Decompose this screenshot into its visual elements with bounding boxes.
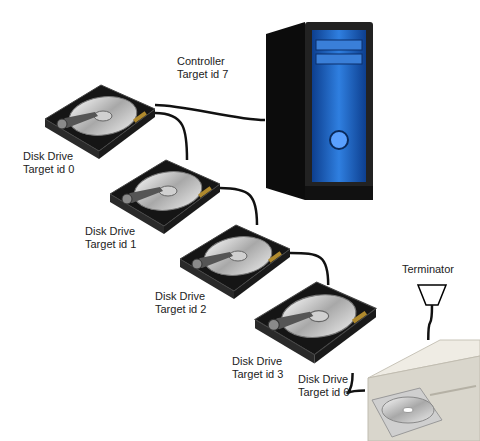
cd-drive-node: Disk Drive Target id 6 xyxy=(365,340,480,441)
device-label: Disk Drive Target id 0 xyxy=(23,150,87,176)
drive-bay xyxy=(316,40,362,50)
device-label: Controller Target id 7 xyxy=(177,55,241,81)
scsi-cable xyxy=(220,188,257,225)
terminator-node: Terminator xyxy=(418,285,446,305)
hard-disk xyxy=(110,160,220,234)
power-button xyxy=(330,131,348,149)
cd-hub xyxy=(403,408,413,413)
scsi-cable xyxy=(347,373,365,393)
node-label: Disk Drive Target id 3 xyxy=(232,355,296,381)
cd-drive-front xyxy=(368,356,480,441)
hard-disk xyxy=(255,282,376,363)
device-label: Disk Drive Target id 1 xyxy=(85,225,149,251)
node-label: Disk Drive Target id 2 xyxy=(155,290,219,316)
tower-panel xyxy=(312,30,366,182)
device-label: Disk Drive Target id 3 xyxy=(232,355,296,381)
node-label: Disk Drive Target id 6 xyxy=(298,373,362,399)
disk-drive-node: Disk Drive Target id 0 xyxy=(45,85,155,165)
node-label: Disk Drive Target id 0 xyxy=(23,150,87,176)
hard-disk xyxy=(45,85,155,159)
node-label: Terminator xyxy=(402,263,472,276)
scsi-cable xyxy=(428,305,432,340)
scsi-cable xyxy=(155,113,187,160)
drive-slot xyxy=(430,386,476,395)
tower-base xyxy=(305,186,373,200)
tower-side xyxy=(266,22,305,200)
tower-front xyxy=(305,22,373,200)
terminator-symbol xyxy=(418,285,446,305)
device-label: Disk Drive Target id 6 xyxy=(298,373,362,399)
drive-bay xyxy=(316,54,362,64)
disk-drive-node: Disk Drive Target id 3 xyxy=(255,285,377,373)
device-label: Disk Drive Target id 2 xyxy=(155,290,219,316)
scsi-cable xyxy=(290,253,328,285)
disk-drive-node: Disk Drive Target id 1 xyxy=(110,160,220,240)
node-label: Controller Target id 7 xyxy=(177,55,241,81)
disk-drive-node: Disk Drive Target id 2 xyxy=(180,225,290,305)
controller-node: Controller Target id 7 xyxy=(265,20,375,202)
device-label: Terminator xyxy=(402,263,472,276)
cd-disc xyxy=(382,397,434,423)
node-label: Disk Drive Target id 1 xyxy=(85,225,149,251)
hard-disk xyxy=(180,225,290,299)
scsi-cable xyxy=(155,105,265,120)
